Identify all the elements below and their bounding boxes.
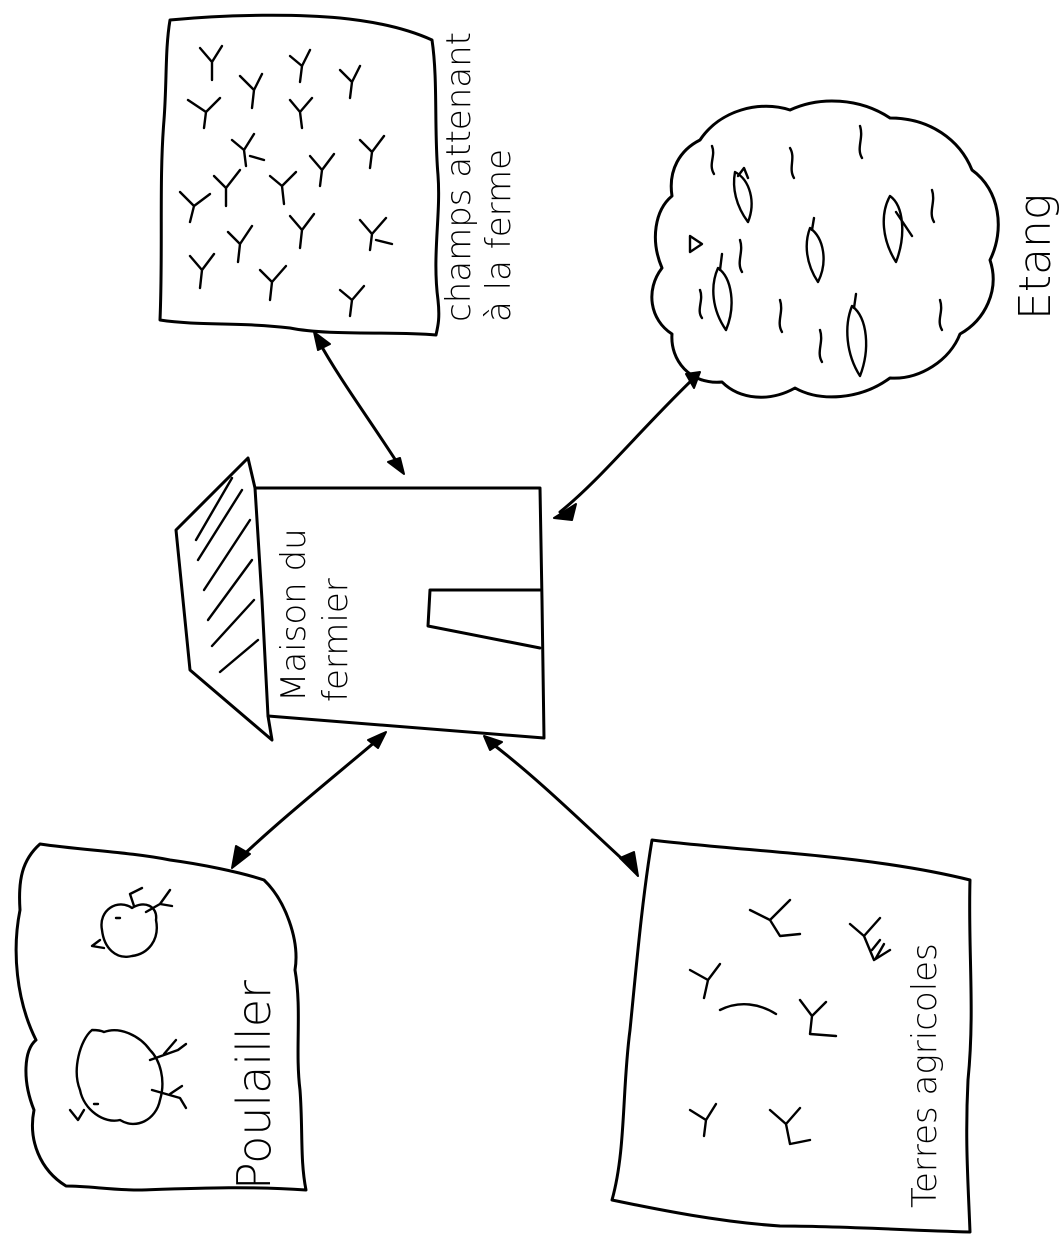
house-node: Maison du fermier	[174, 456, 546, 742]
pond-fish	[688, 166, 914, 378]
arrowhead-house-top	[387, 457, 405, 475]
house-roof-lines	[194, 476, 260, 674]
henhouse-node: Poulailler	[14, 842, 308, 1192]
fields-plants	[178, 44, 394, 318]
house-label-line1: Maison du	[274, 528, 314, 702]
arrowhead-farmland	[619, 851, 639, 877]
farmland-node: Terres agricoles	[610, 838, 973, 1234]
house-label-line2: fermier	[316, 578, 356, 702]
pond-label: Etang	[1010, 194, 1060, 320]
arrow-house-fields	[313, 331, 405, 475]
pond-outline	[650, 99, 1000, 399]
house-body	[253, 486, 546, 740]
arrowhead-pond	[685, 371, 701, 389]
fields-label-line1: champs attenant	[439, 32, 479, 322]
fields-label-line2: à la ferme	[479, 149, 519, 322]
arrowhead-house-bottom-right	[483, 735, 503, 751]
fields-node: champs attenant à la ferme	[158, 13, 519, 337]
farmland-plants	[688, 898, 892, 1146]
pond-waves	[698, 124, 944, 364]
arrow-house-henhouse	[231, 731, 387, 869]
house-roof	[174, 456, 274, 742]
arrowhead-fields	[313, 331, 331, 351]
house-door	[426, 588, 542, 650]
henhouse-label: Poulailler	[227, 980, 281, 1190]
farmland-label: Terres agricoles	[905, 943, 945, 1208]
henhouse-outline	[14, 842, 308, 1192]
fields-label: champs attenant à la ferme	[439, 32, 519, 322]
pond-node: Etang	[650, 99, 1060, 399]
arrow-house-pond	[553, 371, 701, 521]
arrowhead-henhouse	[231, 845, 251, 869]
arrowhead-house-bottom-left	[367, 731, 387, 749]
house-label: Maison du fermier	[274, 528, 356, 702]
arrow-house-farmland	[483, 735, 639, 877]
fields-outline	[158, 13, 441, 337]
henhouse-chickens	[68, 886, 188, 1126]
arrowhead-house-right	[553, 503, 577, 521]
farmland-outline	[610, 838, 973, 1234]
